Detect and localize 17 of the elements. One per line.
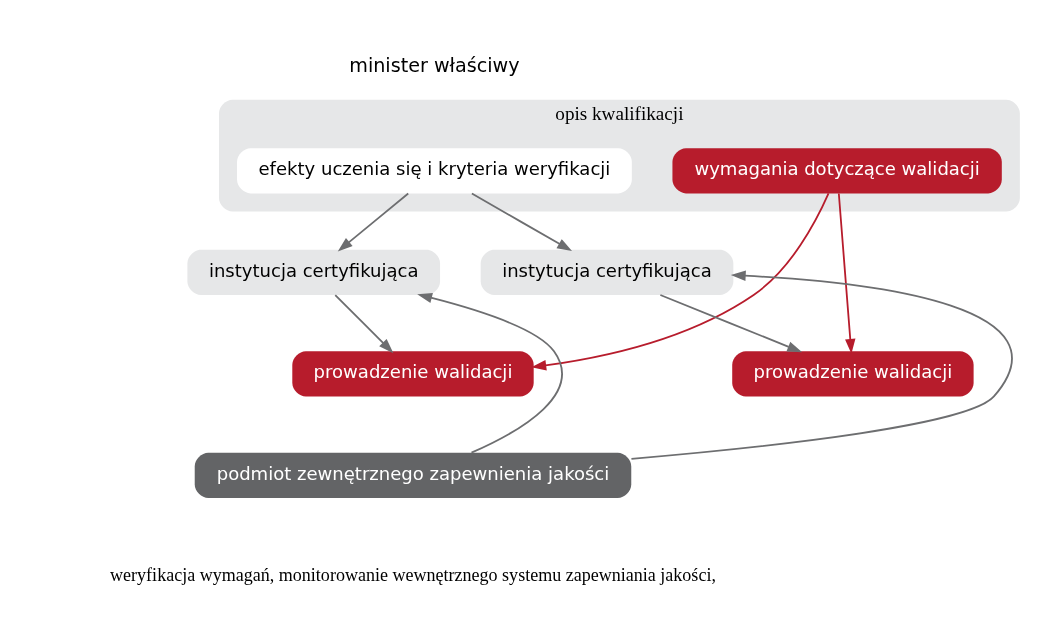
node-label: minister właściwy <box>349 54 520 78</box>
node-box: wymagania dotyczące walidacji <box>672 148 1002 194</box>
arrow <box>471 192 572 252</box>
node-box: instytucja certyfikująca <box>187 249 441 295</box>
node-box: prowadzenie walidacji <box>292 351 534 397</box>
arrow <box>837 192 856 354</box>
arrow <box>659 294 803 353</box>
arrow <box>334 294 394 354</box>
node-box: instytucja certyfikująca <box>480 249 734 295</box>
arrow <box>630 270 1013 460</box>
arrow <box>337 192 410 252</box>
arrow <box>417 292 563 454</box>
node-box: prowadzenie walidacji <box>732 351 974 397</box>
label: weryfikacja wymagań, monitorowanie wewnętrznego systemu zapewniania jakości, <box>110 565 716 586</box>
node-box: podmiot zewnętrznego zapewnienia jakości <box>194 452 632 498</box>
node-box: efekty uczenia się i kryteria weryfikacji <box>237 148 632 194</box>
arrow <box>531 192 830 371</box>
